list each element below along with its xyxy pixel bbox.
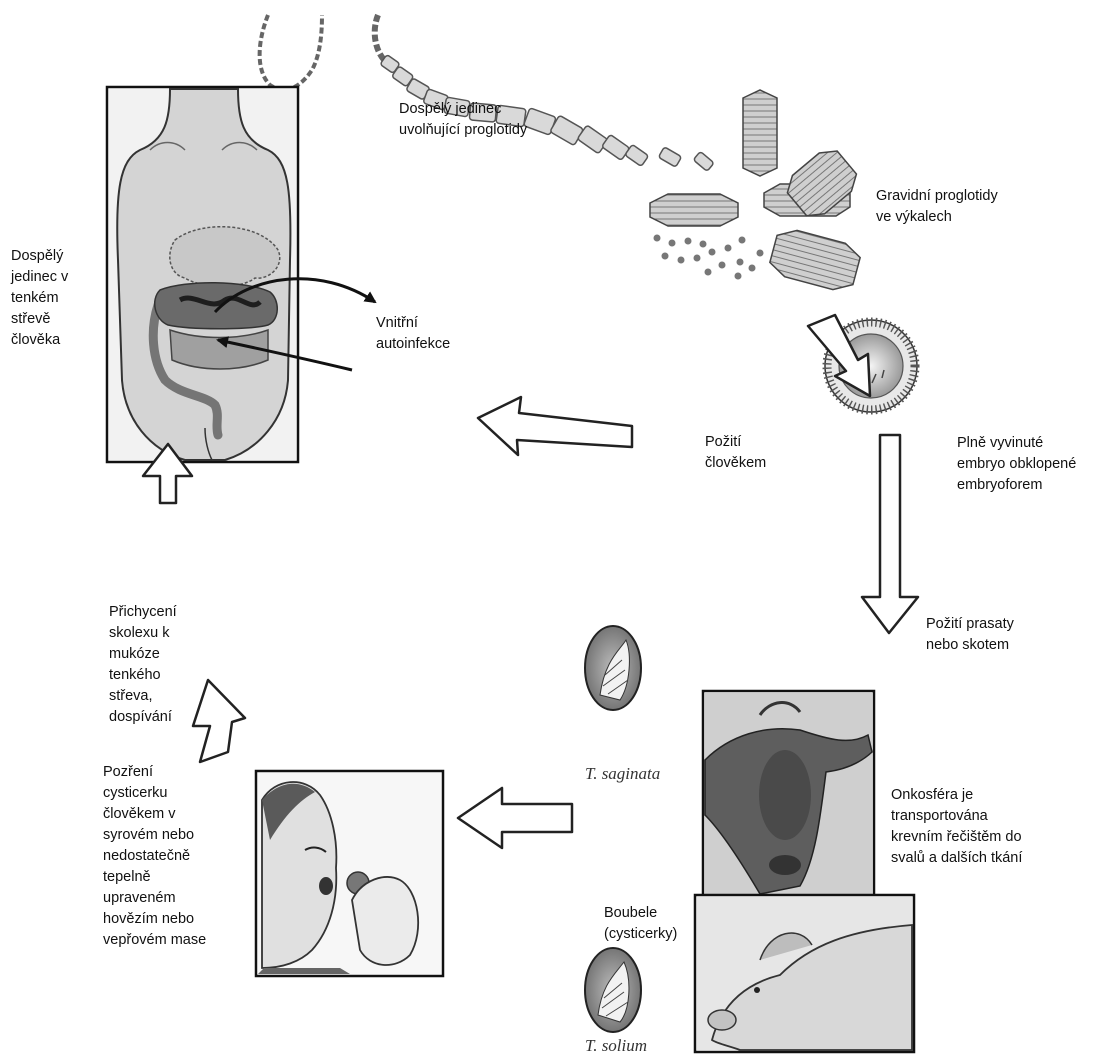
arrow-to-attachment	[193, 680, 245, 762]
arrow-to-human-box	[478, 397, 632, 455]
label-autoinfection: Vnitřní autoinfekce	[376, 313, 450, 355]
label-adult-releasing-proglottids: Dospělý jedinec uvolňující proglotidy	[399, 99, 527, 141]
gravid-proglottids-illustration	[650, 90, 863, 294]
pig-panel	[695, 895, 914, 1052]
label-oncosphere: Onkosféra je transportována krevním řeči…	[891, 785, 1022, 869]
label-gravid-proglottids: Gravidní proglotidy ve výkalech	[876, 186, 998, 228]
species-label-saginata: T. saginata	[585, 764, 660, 784]
arrow-to-person-eating	[458, 788, 572, 848]
eggs-illustration	[654, 235, 764, 280]
cow-panel	[703, 691, 874, 896]
adult-tapeworm-illustration	[260, 15, 714, 171]
label-ingested-by-animals: Požití prasaty nebo skotem	[926, 614, 1014, 656]
person-eating-panel	[256, 771, 443, 976]
cysticercus-saginata	[585, 626, 641, 710]
label-embryo: Plně vyvinuté embryo obklopené embryofor…	[957, 433, 1076, 496]
cysticercus-solium	[585, 948, 641, 1032]
arrow-to-animals	[862, 435, 918, 633]
label-cysticercus-ingestion: Pozření cysticerku člověkem v syrovém ne…	[103, 762, 206, 951]
label-ingested-by-human: Požití člověkem	[705, 432, 766, 474]
label-adult-in-intestine: Dospělý jedinec v tenkém střevě člověka	[11, 246, 68, 351]
species-label-solium: T. solium	[585, 1036, 647, 1056]
label-cysticerci: Boubele (cysticerky)	[604, 903, 677, 945]
label-scolex-attachment: Přichycení skolexu k mukóze tenkého stře…	[109, 602, 177, 728]
